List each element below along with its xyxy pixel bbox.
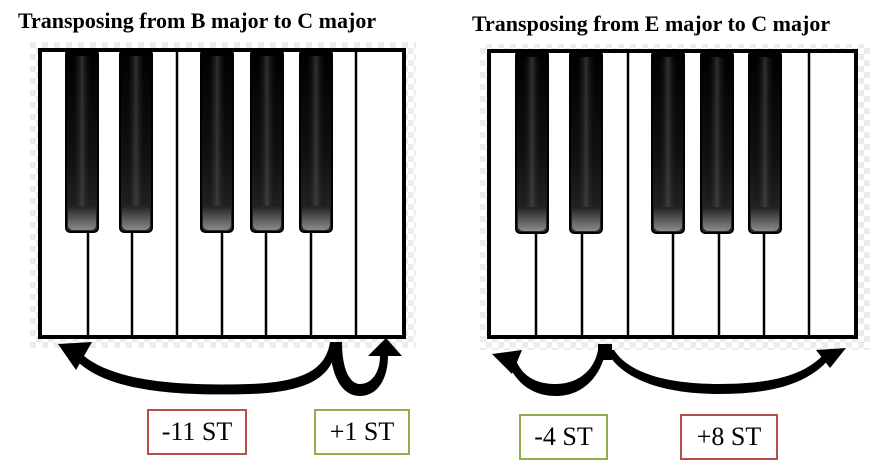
black-key (569, 50, 603, 234)
label-plus-1-st: +1 ST (314, 409, 410, 455)
arrow-minus-11-body (76, 342, 336, 395)
black-key (119, 49, 153, 233)
label-minus-4-st: -4 ST (519, 414, 608, 460)
arrow-minus-4-body (508, 350, 606, 396)
arrow-plus-1-body (330, 342, 388, 396)
arrows-left (58, 338, 402, 396)
arrows-right (492, 344, 846, 396)
arrow-plus-8-body (606, 350, 830, 394)
arrow-minus-11-head (58, 342, 92, 370)
black-key (651, 50, 685, 234)
keyboard-right (480, 44, 870, 350)
keyboard-left-black-keys (65, 49, 333, 233)
title-e-to-c: Transposing from E major to C major (472, 11, 831, 36)
title-b-to-c: Transposing from B major to C major (18, 8, 377, 33)
black-key (250, 49, 284, 233)
label-minus-11-st: -11 ST (147, 409, 247, 455)
black-key (65, 49, 99, 233)
arrow-plus-1-head (368, 338, 402, 356)
black-key (299, 49, 333, 233)
keyboard-right-black-keys (515, 50, 782, 234)
black-key (200, 49, 234, 233)
black-key (700, 50, 734, 234)
black-key (515, 50, 549, 234)
black-key (748, 50, 782, 234)
arrow-plus-8-head (816, 348, 846, 368)
keyboard-left (30, 42, 416, 348)
arrow-minus-4-head (492, 350, 522, 374)
label-plus-8-st: +8 ST (680, 414, 778, 460)
